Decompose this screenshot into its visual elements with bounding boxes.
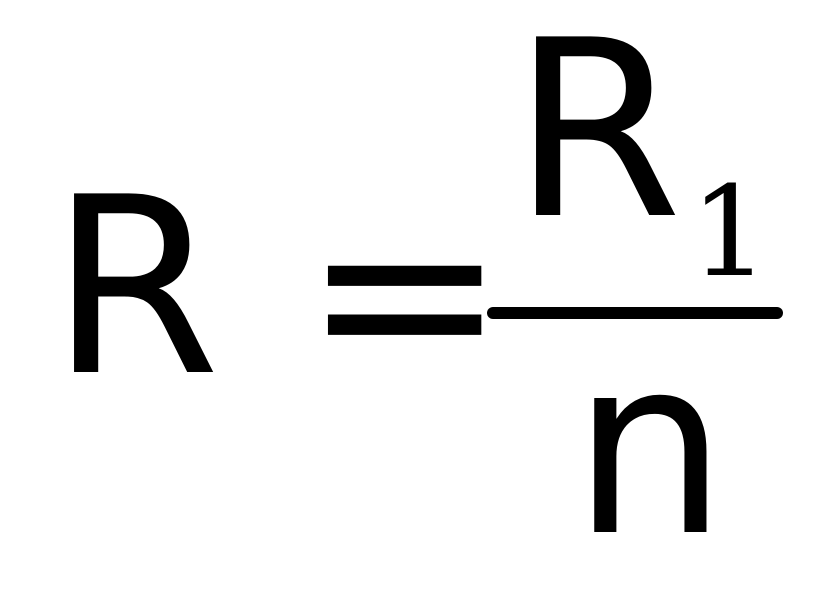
- denominator-variable: n: [572, 305, 728, 590]
- equals-sign: =: [302, 150, 508, 435]
- formula-lhs-variable: R: [50, 145, 221, 430]
- numerator-subscript: 1: [690, 160, 770, 305]
- numerator-variable: R: [512, 0, 683, 273]
- fraction-bar: [487, 307, 783, 319]
